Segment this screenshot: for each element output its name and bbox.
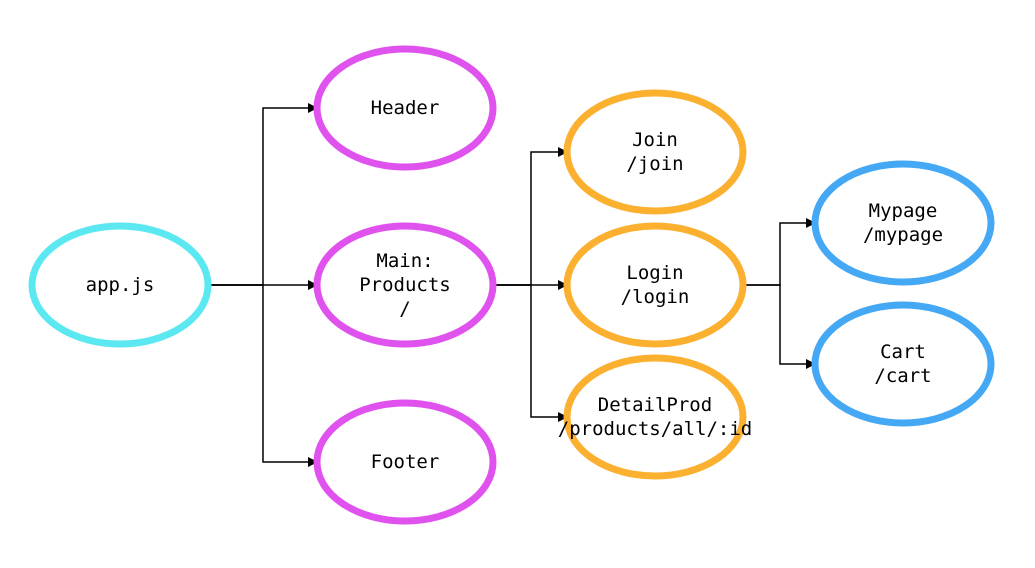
node-mypage: Mypage/mypage bbox=[811, 160, 995, 286]
edge-app-to-footer bbox=[208, 284, 318, 467]
node-detail-label-line-1: /products/all/:id bbox=[558, 418, 752, 440]
node-detail: DetailProd/products/all/:id bbox=[558, 354, 752, 480]
node-main-label-line-1: Products bbox=[359, 274, 451, 296]
node-app-label-line-0: app.js bbox=[86, 274, 155, 296]
node-login-label-line-1: /login bbox=[621, 286, 690, 308]
node-footer: Footer bbox=[313, 399, 497, 525]
node-login: Login/login bbox=[563, 222, 747, 348]
node-footer-ellipse bbox=[313, 399, 497, 525]
node-join: Join/join bbox=[563, 89, 747, 215]
node-header-label-line-0: Header bbox=[371, 97, 440, 119]
node-login-label-line-0: Login bbox=[626, 262, 683, 284]
node-app-ellipse bbox=[28, 222, 212, 348]
edge-main-to-detail bbox=[493, 284, 568, 422]
edge-main-to-join bbox=[493, 147, 568, 286]
node-app: app.js bbox=[28, 222, 212, 348]
node-join-ellipse bbox=[563, 89, 747, 215]
node-main: Main:Products/ bbox=[313, 222, 497, 348]
nodes: app.jsHeaderMain:Products/FooterJoin/joi… bbox=[28, 45, 995, 525]
node-footer-label-line-0: Footer bbox=[371, 451, 440, 473]
node-login-ellipse bbox=[563, 222, 747, 348]
edges bbox=[208, 103, 816, 467]
node-mypage-label-line-0: Mypage bbox=[869, 200, 938, 222]
node-cart-label-line-1: /cart bbox=[874, 365, 931, 387]
node-mypage-ellipse bbox=[811, 160, 995, 286]
node-join-label-line-1: /join bbox=[626, 153, 683, 175]
node-detail-ellipse bbox=[563, 354, 747, 480]
edge-app-to-header bbox=[208, 103, 318, 286]
edge-login-to-mypage bbox=[743, 218, 816, 286]
node-join-label-line-0: Join bbox=[632, 129, 678, 151]
node-main-label-line-0: Main: bbox=[376, 250, 433, 272]
node-cart-ellipse bbox=[811, 301, 995, 427]
node-detail-label-line-0: DetailProd bbox=[598, 394, 712, 416]
node-mypage-label-line-1: /mypage bbox=[863, 224, 943, 246]
node-cart: Cart/cart bbox=[811, 301, 995, 427]
edge-login-to-cart bbox=[743, 284, 816, 369]
node-cart-label-line-0: Cart bbox=[880, 341, 926, 363]
node-main-ellipse bbox=[313, 222, 497, 348]
node-header-ellipse bbox=[313, 45, 497, 171]
node-main-label-line-2: / bbox=[399, 298, 410, 320]
node-header: Header bbox=[313, 45, 497, 171]
